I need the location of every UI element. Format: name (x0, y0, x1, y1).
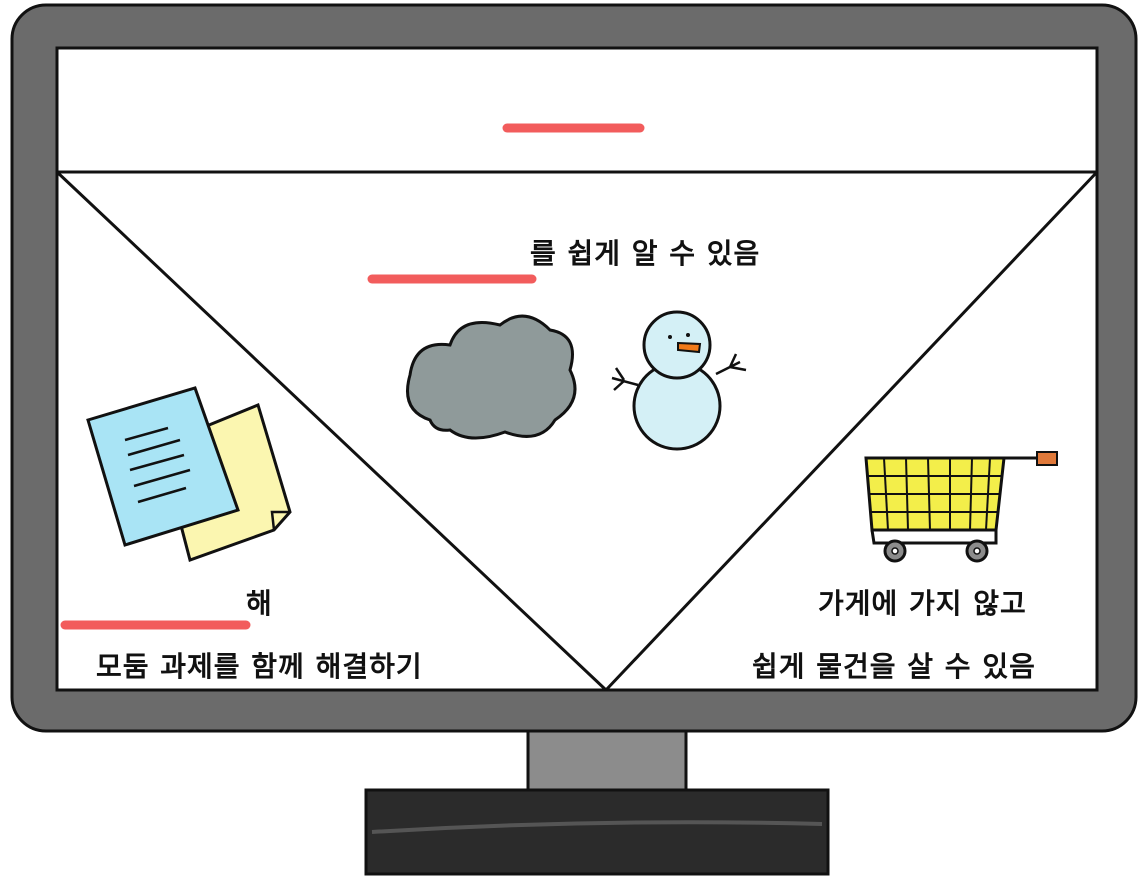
shopping-cart-icon (864, 451, 1058, 563)
center-caption: 를 쉽게 알 수 있음 (530, 237, 761, 270)
divider-left (55, 170, 608, 692)
documents-icon (86, 386, 292, 562)
cloud-icon (406, 314, 577, 440)
monitor-neck (526, 723, 688, 797)
monitor-base (364, 788, 830, 876)
screen (55, 46, 1099, 692)
right-caption-line1: 가게에 가지 않고 (818, 587, 1027, 620)
left-caption-line2: 모둠 과제를 함께 해결하기 (96, 650, 423, 683)
snowman-icon (611, 310, 747, 451)
divider-right (604, 170, 1099, 692)
right-caption-line2: 쉽게 물건을 살 수 있음 (752, 650, 1036, 683)
monitor-base-highlight (371, 820, 823, 834)
left-caption-line1: 해 (246, 587, 273, 620)
